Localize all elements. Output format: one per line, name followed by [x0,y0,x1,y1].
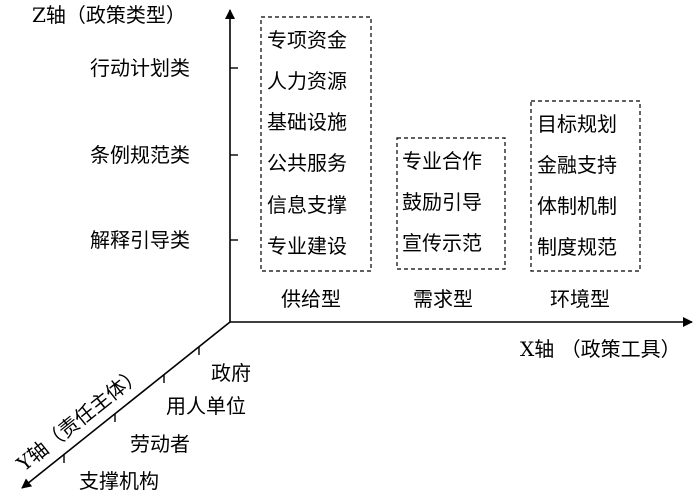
x-axis-title: X轴 （政策工具） [520,337,681,361]
supply-item-4: 公共服务 [267,151,347,175]
supply-item-1: 专项资金 [267,28,347,52]
demand-item-3: 宣传示范 [402,231,482,255]
environment-item-1: 目标规划 [537,112,617,136]
z-tick-label-1: 行动计划类 [90,56,190,80]
z-axis-title: Z轴（政策类型） [32,3,186,27]
supply-item-5: 信息支撑 [267,193,347,217]
supply-item-6: 专业建设 [267,234,347,258]
y-axis-line [21,321,231,489]
x-category-demand: 需求型 [413,287,473,311]
environment-item-4: 制度规范 [537,235,617,259]
demand-item-1: 专业合作 [402,149,482,173]
y-tick-label-2: 用人单位 [166,394,246,418]
z-tick-label-3: 解释引导类 [90,228,190,252]
x-category-supply: 供给型 [281,287,341,311]
environment-item-3: 体制机制 [537,194,617,218]
demand-item-2: 鼓励引导 [402,190,482,214]
y-tick-label-3: 劳动者 [130,432,190,456]
y-tick-label-4: 支撑机构 [79,469,159,493]
y-axis-title: Y轴（责任主体） [11,362,146,477]
supply-item-2: 人力资源 [267,69,347,93]
z-tick-label-2: 条例规范类 [90,143,190,167]
supply-group-box [260,16,372,272]
y-tick-label-1: 政府 [211,361,251,385]
supply-item-3: 基础设施 [267,110,347,134]
x-category-environment: 环境型 [550,287,610,311]
environment-item-2: 金融支持 [537,153,617,177]
environment-group-box [530,100,641,272]
